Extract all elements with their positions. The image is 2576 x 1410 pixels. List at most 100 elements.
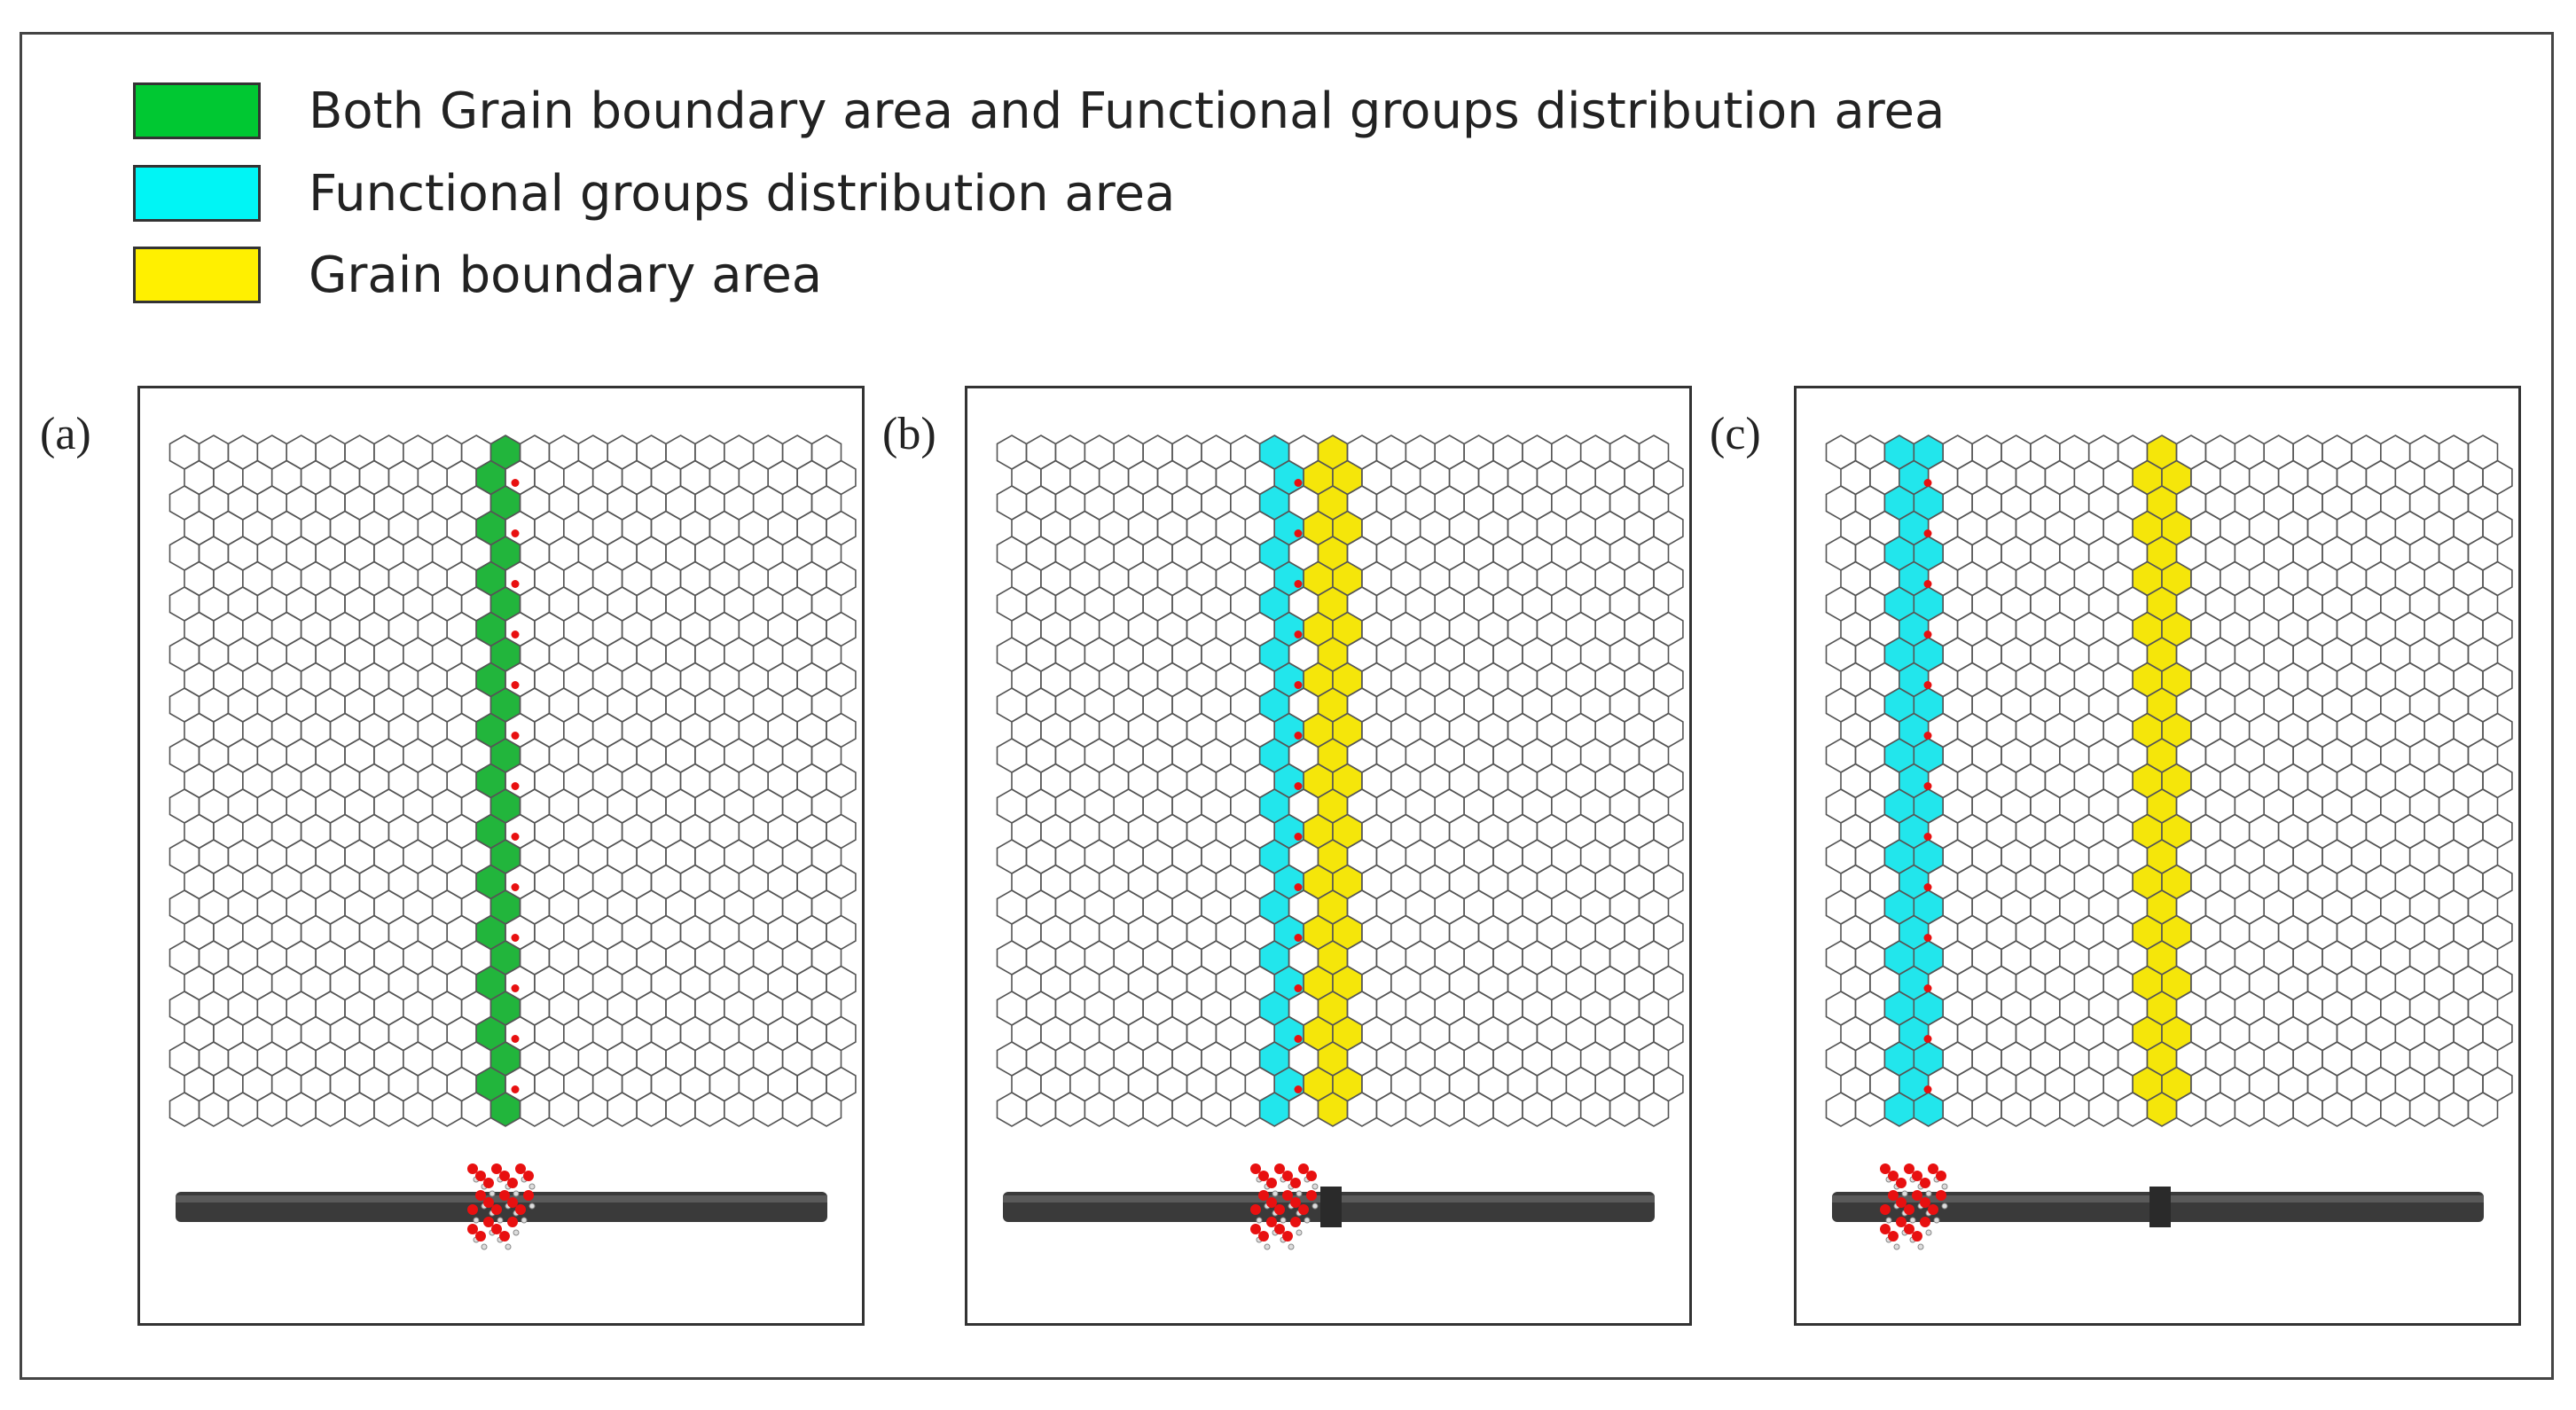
carbon-ring xyxy=(270,712,302,748)
carbon-ring xyxy=(2277,662,2309,698)
carbon-ring xyxy=(2015,864,2047,900)
carbon-ring xyxy=(1390,763,1421,799)
carbon-ring xyxy=(752,940,784,975)
carbon-ring xyxy=(1171,536,1202,571)
carbon-ring xyxy=(1201,536,1232,571)
carbon-ring xyxy=(1215,914,1247,951)
carbon-ring xyxy=(577,889,609,925)
carbon-ring xyxy=(2467,788,2499,824)
carbon-ring xyxy=(2482,813,2513,850)
carbon-ring xyxy=(402,991,434,1026)
carbon-ring xyxy=(1390,813,1421,850)
carbon-ring xyxy=(2322,991,2353,1026)
carbon-ring xyxy=(2073,510,2105,546)
carbon-ring xyxy=(2482,459,2513,496)
carbon-ring xyxy=(2219,662,2251,698)
carbon-ring xyxy=(1971,687,2002,723)
carbon-ring xyxy=(1127,864,1159,900)
carbon-ring xyxy=(650,864,682,900)
carbon-ring xyxy=(2453,1015,2484,1052)
carbon-ring xyxy=(1825,991,1857,1026)
carbon-ring xyxy=(2306,813,2338,850)
carbon-ring xyxy=(826,611,857,647)
carbon-ring xyxy=(781,1041,813,1077)
carbon-ring xyxy=(1609,485,1640,521)
carbon-ring xyxy=(2030,889,2061,925)
carbon-ring xyxy=(2351,536,2382,571)
carbon-ring xyxy=(767,813,798,850)
carbon-ring xyxy=(184,459,215,496)
carbon-ring xyxy=(1507,712,1539,748)
carbon-ring xyxy=(270,1015,302,1052)
carbon-ring xyxy=(358,763,390,799)
functional-group-atom xyxy=(1274,1163,1285,1174)
carbon-ring xyxy=(2248,560,2280,597)
carbon-ring xyxy=(665,839,696,874)
functional-group-atom xyxy=(1290,1197,1301,1208)
carbon-ring xyxy=(168,485,200,521)
carbon-ring xyxy=(2263,637,2294,672)
carbon-ring xyxy=(723,637,755,672)
carbon-ring xyxy=(752,536,784,571)
carbon-ring xyxy=(2336,459,2368,496)
carbon-ring xyxy=(2408,687,2440,723)
carbon-ring xyxy=(996,738,1028,773)
carbon-ring xyxy=(1375,687,1407,723)
functional-group-atom xyxy=(1880,1224,1891,1234)
carbon-ring xyxy=(2190,864,2221,900)
carbon-ring xyxy=(2190,1066,2221,1102)
carbon-ring xyxy=(2365,459,2397,496)
carbon-ring xyxy=(723,435,755,470)
carbon-ring xyxy=(344,1092,375,1127)
carbon-ring xyxy=(2423,864,2455,900)
carbon-ring xyxy=(548,991,580,1026)
functional-group-atom xyxy=(475,1231,486,1242)
carbon-ring xyxy=(1565,763,1597,799)
carbon-ring xyxy=(2058,1092,2090,1127)
carbon-ring xyxy=(417,763,449,799)
carbon-ring xyxy=(2204,738,2236,773)
carbon-ring xyxy=(810,536,842,571)
carbon-ring xyxy=(709,560,740,597)
carbon-ring xyxy=(168,788,200,824)
carbon-ring xyxy=(2030,687,2061,723)
oxygen-atom xyxy=(1923,631,1932,638)
carbon-ring xyxy=(1419,611,1451,647)
carbon-ring xyxy=(679,763,711,799)
carbon-ring xyxy=(709,864,740,900)
functional-group-atom xyxy=(1266,1197,1277,1208)
hydrogen-atom xyxy=(1941,1183,1948,1190)
carbon-ring xyxy=(1653,1015,1684,1052)
carbon-ring xyxy=(2277,560,2309,597)
carbon-ring xyxy=(548,788,580,824)
carbon-ring xyxy=(256,940,287,975)
carbon-ring xyxy=(1025,1041,1057,1077)
carbon-ring xyxy=(723,889,755,925)
carbon-ring xyxy=(1825,687,1857,723)
carbon-ring xyxy=(2087,1092,2119,1127)
carbon-ring xyxy=(1069,712,1100,748)
carbon-ring xyxy=(1040,914,1071,951)
carbon-ring xyxy=(1565,510,1597,546)
carbon-ring xyxy=(1361,1066,1392,1102)
carbon-ring xyxy=(227,637,259,672)
carbon-ring xyxy=(227,991,259,1026)
carbon-ring xyxy=(1854,889,1886,925)
carbon-ring xyxy=(738,560,770,597)
carbon-ring xyxy=(1638,435,1670,470)
carbon-ring xyxy=(650,813,682,850)
carbon-ring xyxy=(344,889,375,925)
carbon-ring xyxy=(1942,991,1973,1026)
carbon-ring xyxy=(2234,485,2266,521)
carbon-ring xyxy=(1825,889,1857,925)
carbon-ring xyxy=(591,965,623,1001)
carbon-ring xyxy=(1624,965,1655,1001)
carbon-ring xyxy=(650,510,682,546)
carbon-ring xyxy=(1142,738,1173,773)
carbon-ring xyxy=(1825,839,1857,874)
carbon-ring xyxy=(709,914,740,951)
carbon-ring xyxy=(723,586,755,622)
carbon-ring xyxy=(2351,485,2382,521)
hydrogen-atom xyxy=(1311,1202,1319,1210)
carbon-ring xyxy=(1127,459,1159,496)
